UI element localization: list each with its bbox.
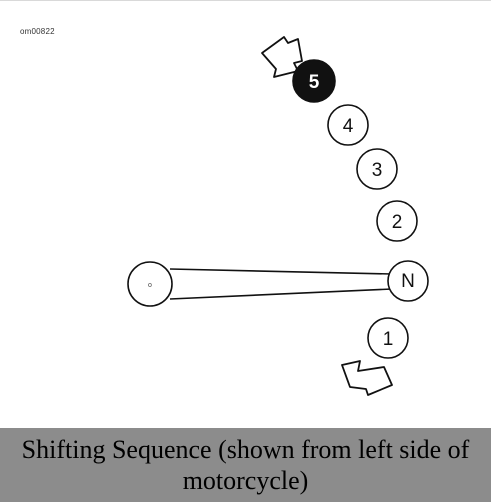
gear-4-label: 4 <box>343 116 354 137</box>
gear-1-label: 1 <box>383 329 394 350</box>
gear-5-circle <box>292 59 336 103</box>
shift-lever: o <box>127 261 393 307</box>
gear-1-circle <box>367 317 409 359</box>
gear-4-circle <box>327 104 369 146</box>
gear-5: 5 <box>292 59 336 103</box>
gear-3: 3 <box>356 148 398 190</box>
gear-3-label: 3 <box>372 160 383 181</box>
shift-diagram: o 5 4 3 2 <box>127 36 429 396</box>
gear-neutral: N <box>387 260 429 302</box>
gear-2-circle <box>376 200 418 242</box>
gear-neutral-label: N <box>401 271 415 292</box>
shift-lever-bottom-edge <box>169 288 393 300</box>
upshift-arrow-icon <box>261 36 303 78</box>
caption-text: Shifting Sequence (shown from left side … <box>21 435 470 495</box>
caption-bar: Shifting Sequence (shown from left side … <box>0 428 491 502</box>
shift-lever-top-edge <box>169 268 393 275</box>
downshift-arrow-icon <box>341 360 393 396</box>
gear-3-circle <box>356 148 398 190</box>
gear-neutral-circle <box>387 260 429 302</box>
figure-panel: om00822 o 5 4 3 <box>0 0 491 396</box>
figure-id-label: om00822 <box>20 27 55 36</box>
gear-2: 2 <box>376 200 418 242</box>
gear-4: 4 <box>327 104 369 146</box>
gear-2-label: 2 <box>392 212 403 233</box>
lever-pivot <box>127 261 173 307</box>
gear-1: 1 <box>367 317 409 359</box>
lever-pivot-label: o <box>148 282 152 289</box>
gear-5-label: 5 <box>309 72 320 93</box>
